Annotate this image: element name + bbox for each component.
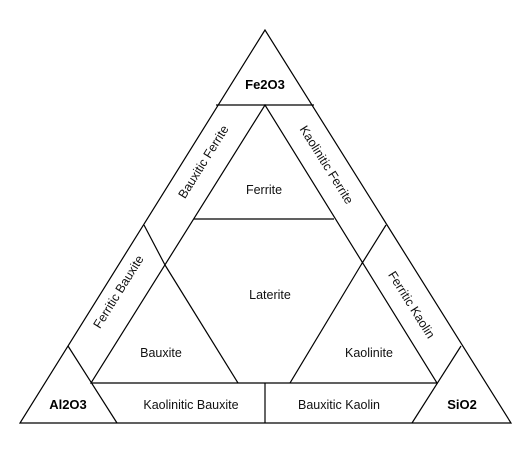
left-corner-line bbox=[67, 345, 118, 424]
region-label-bauxite: Bauxite bbox=[140, 346, 182, 360]
kaolinite-divider bbox=[289, 264, 362, 384]
region-label-ferritic-kaolin: Ferritic Kaolin bbox=[385, 269, 437, 341]
bauxite-divider bbox=[164, 264, 239, 384]
region-label-kaolinitic-bauxite: Kaolinitic Bauxite bbox=[143, 398, 238, 412]
region-label-ferrite: Ferrite bbox=[246, 183, 282, 197]
region-label-laterite: Laterite bbox=[249, 288, 291, 302]
corner-label-top: Fe2O3 bbox=[245, 77, 285, 92]
region-label-kaolinite: Kaolinite bbox=[345, 346, 393, 360]
inner-triangle bbox=[89, 103, 439, 384]
corner-label-right: SiO2 bbox=[447, 397, 477, 412]
left-band-divider bbox=[143, 224, 166, 266]
right-corner-line bbox=[411, 345, 462, 424]
corner-label-left: Al2O3 bbox=[49, 397, 87, 412]
region-label-bauxitic-kaolin: Bauxitic Kaolin bbox=[298, 398, 380, 412]
region-label-kaolinitic-ferrite: Kaolinitic Ferrite bbox=[297, 123, 356, 206]
region-label-bauxitic-ferrite: Bauxitic Ferrite bbox=[176, 123, 232, 201]
right-band-divider bbox=[360, 224, 387, 266]
